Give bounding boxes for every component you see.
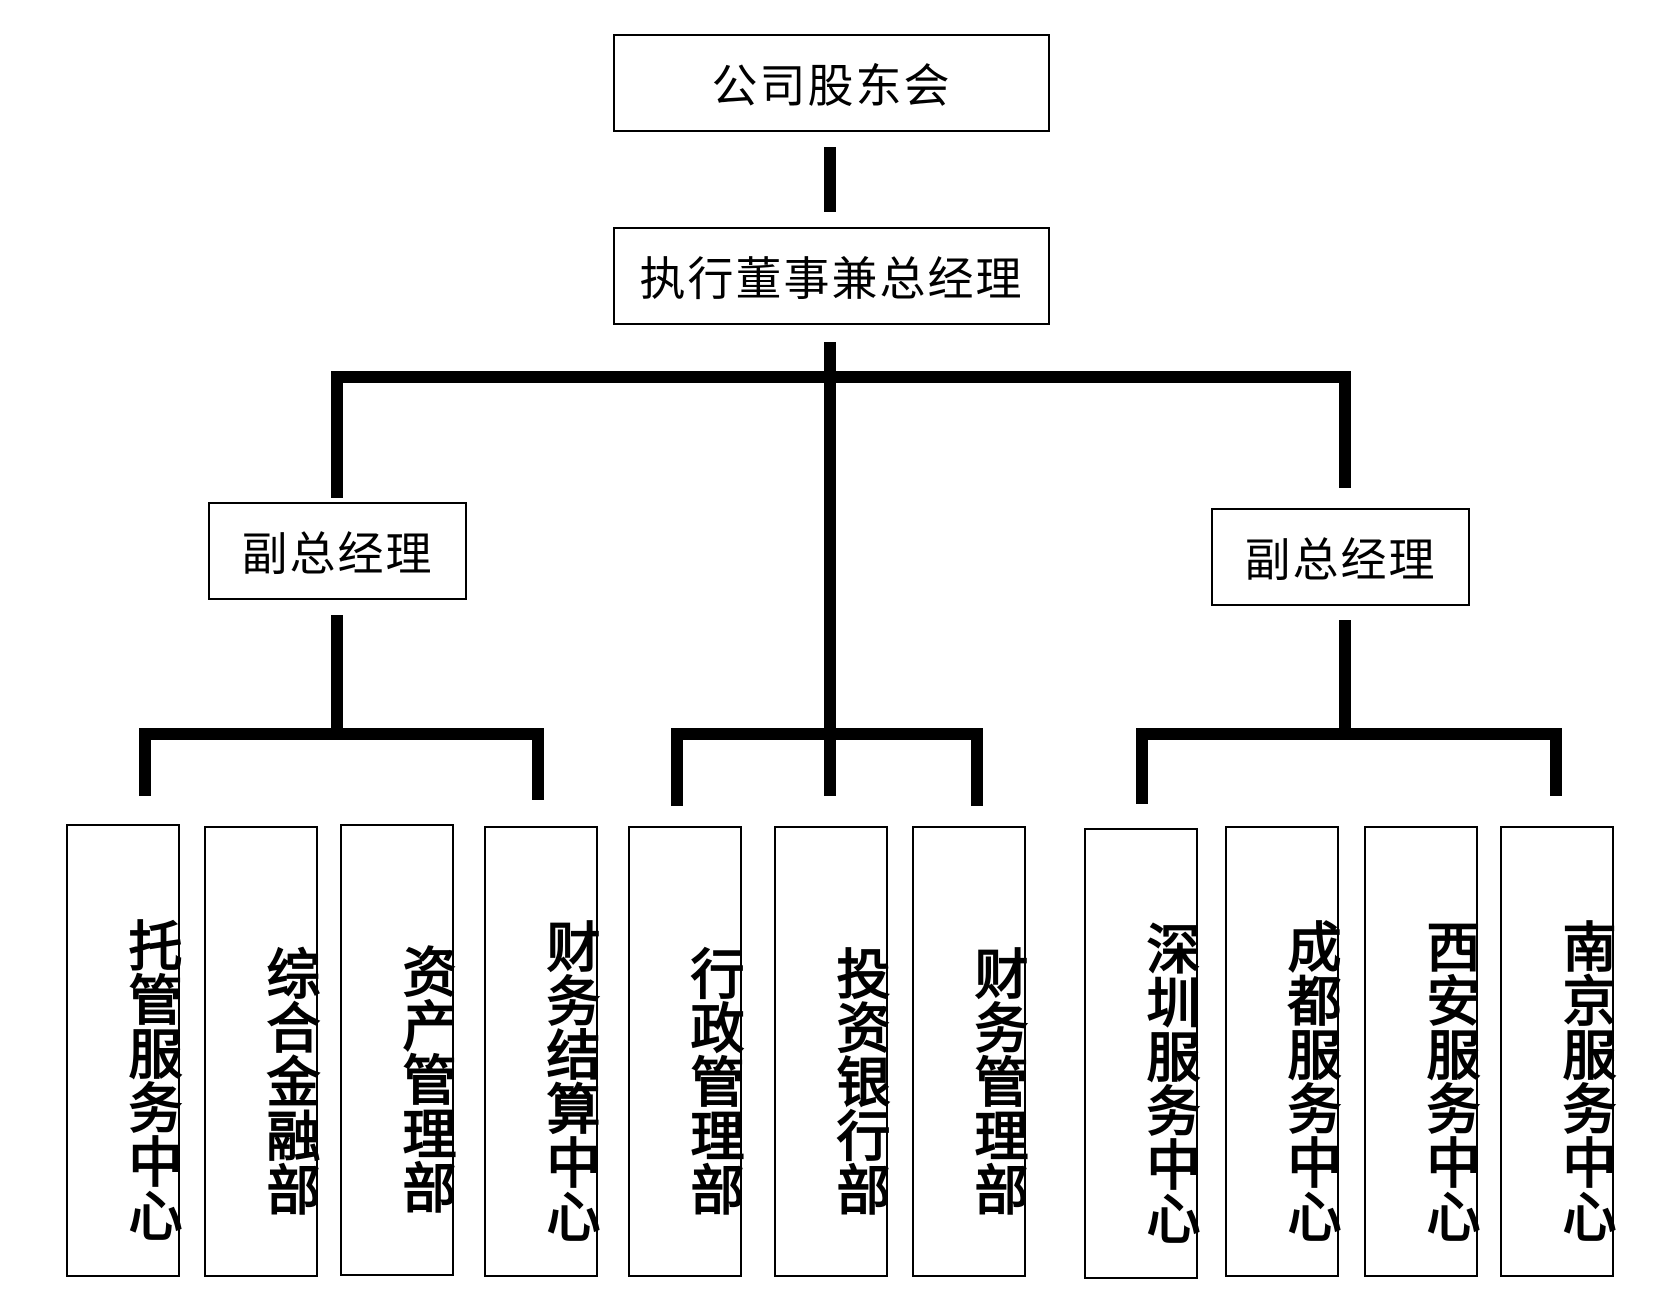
department-label: 托管服务中心 [119, 917, 183, 1242]
department-label: 成都服务中心 [1278, 918, 1342, 1243]
department-label: 财务管理部 [965, 945, 1029, 1216]
department-box: 行政管理部 [628, 826, 745, 1277]
executive-box: 执行董事兼总经理 [613, 227, 1050, 325]
department-box: 资产管理部 [340, 824, 457, 1276]
shareholders-box: 公司股东会 [613, 34, 1050, 132]
department-label: 综合金融部 [257, 945, 321, 1216]
department-label: 南京服务中心 [1553, 918, 1617, 1243]
department-box: 成都服务中心 [1225, 826, 1342, 1277]
department-box: 综合金融部 [204, 826, 321, 1277]
department-box: 财务结算中心 [484, 826, 601, 1277]
department-label: 财务结算中心 [537, 918, 601, 1243]
department-box: 南京服务中心 [1500, 826, 1617, 1277]
department-label: 行政管理部 [681, 945, 745, 1216]
department-box: 财务管理部 [912, 826, 1029, 1277]
department-label: 投资银行部 [827, 945, 891, 1216]
executive-label: 执行董事兼总经理 [639, 252, 1024, 306]
department-box: 西安服务中心 [1364, 826, 1481, 1277]
vp-left-box: 副总经理 [208, 502, 467, 600]
department-box: 深圳服务中心 [1084, 828, 1201, 1279]
shareholders-label: 公司股东会 [711, 59, 952, 113]
vp-right-box: 副总经理 [1211, 508, 1470, 606]
department-box: 托管服务中心 [66, 824, 183, 1277]
department-label: 西安服务中心 [1417, 918, 1481, 1243]
department-box: 投资银行部 [774, 826, 891, 1277]
vp-right-label: 副总经理 [1244, 533, 1437, 587]
department-label: 资产管理部 [393, 944, 457, 1214]
department-label: 深圳服务中心 [1137, 920, 1201, 1245]
vp-left-label: 副总经理 [241, 527, 434, 581]
